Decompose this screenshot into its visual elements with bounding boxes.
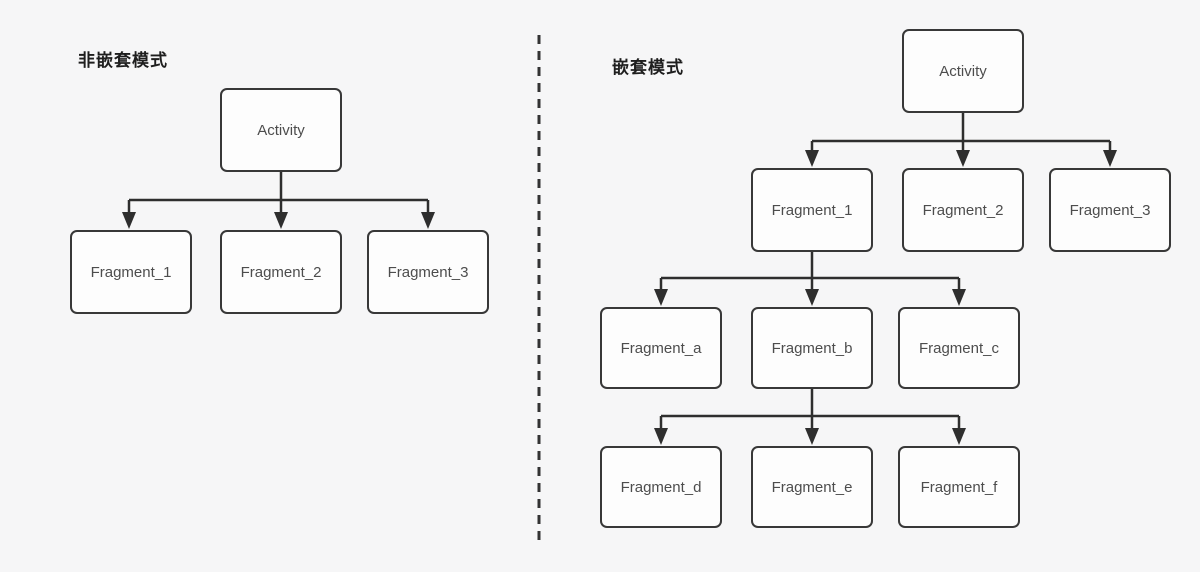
- node-label: Fragment_d: [620, 478, 702, 496]
- right-tree-connectors-level3: [659, 387, 961, 430]
- node-label: Fragment_1: [771, 201, 853, 219]
- node-fragment-1-right: Fragment_1: [751, 168, 873, 252]
- node-label: Fragment_3: [387, 263, 469, 281]
- node-label: Fragment_f: [920, 478, 998, 496]
- node-label: Fragment_a: [620, 339, 702, 357]
- node-label: Fragment_2: [240, 263, 322, 281]
- node-fragment-b: Fragment_b: [751, 307, 873, 389]
- node-fragment-3-right: Fragment_3: [1049, 168, 1171, 252]
- node-activity-right: Activity: [902, 29, 1024, 113]
- node-activity-left: Activity: [220, 88, 342, 172]
- node-label: Fragment_3: [1069, 201, 1151, 219]
- node-fragment-a: Fragment_a: [600, 307, 722, 389]
- left-panel-title: 非嵌套模式: [78, 51, 168, 70]
- node-fragment-d: Fragment_d: [600, 446, 722, 528]
- left-tree-connectors: [127, 172, 430, 214]
- node-label: Activity: [257, 121, 305, 139]
- node-label: Activity: [939, 62, 987, 80]
- node-label: Fragment_e: [771, 478, 853, 496]
- node-fragment-2-right: Fragment_2: [902, 168, 1024, 252]
- right-tree-connectors-level1: [810, 111, 1112, 152]
- node-fragment-3-left: Fragment_3: [367, 230, 489, 314]
- right-tree-connectors-level2: [659, 250, 961, 291]
- right-panel-title: 嵌套模式: [612, 58, 684, 77]
- node-label: Fragment_1: [90, 263, 172, 281]
- node-fragment-c: Fragment_c: [898, 307, 1020, 389]
- node-fragment-2-left: Fragment_2: [220, 230, 342, 314]
- node-fragment-e: Fragment_e: [751, 446, 873, 528]
- node-label: Fragment_b: [771, 339, 853, 357]
- node-fragment-f: Fragment_f: [898, 446, 1020, 528]
- node-fragment-1-left: Fragment_1: [70, 230, 192, 314]
- left-tree-arrowheads: [122, 212, 435, 229]
- node-label: Fragment_2: [922, 201, 1004, 219]
- right-tree-arrowheads-level1: [805, 150, 1117, 167]
- right-tree-arrowheads-level3: [654, 428, 966, 445]
- node-label: Fragment_c: [918, 339, 1000, 357]
- right-tree-arrowheads-level2: [654, 289, 966, 306]
